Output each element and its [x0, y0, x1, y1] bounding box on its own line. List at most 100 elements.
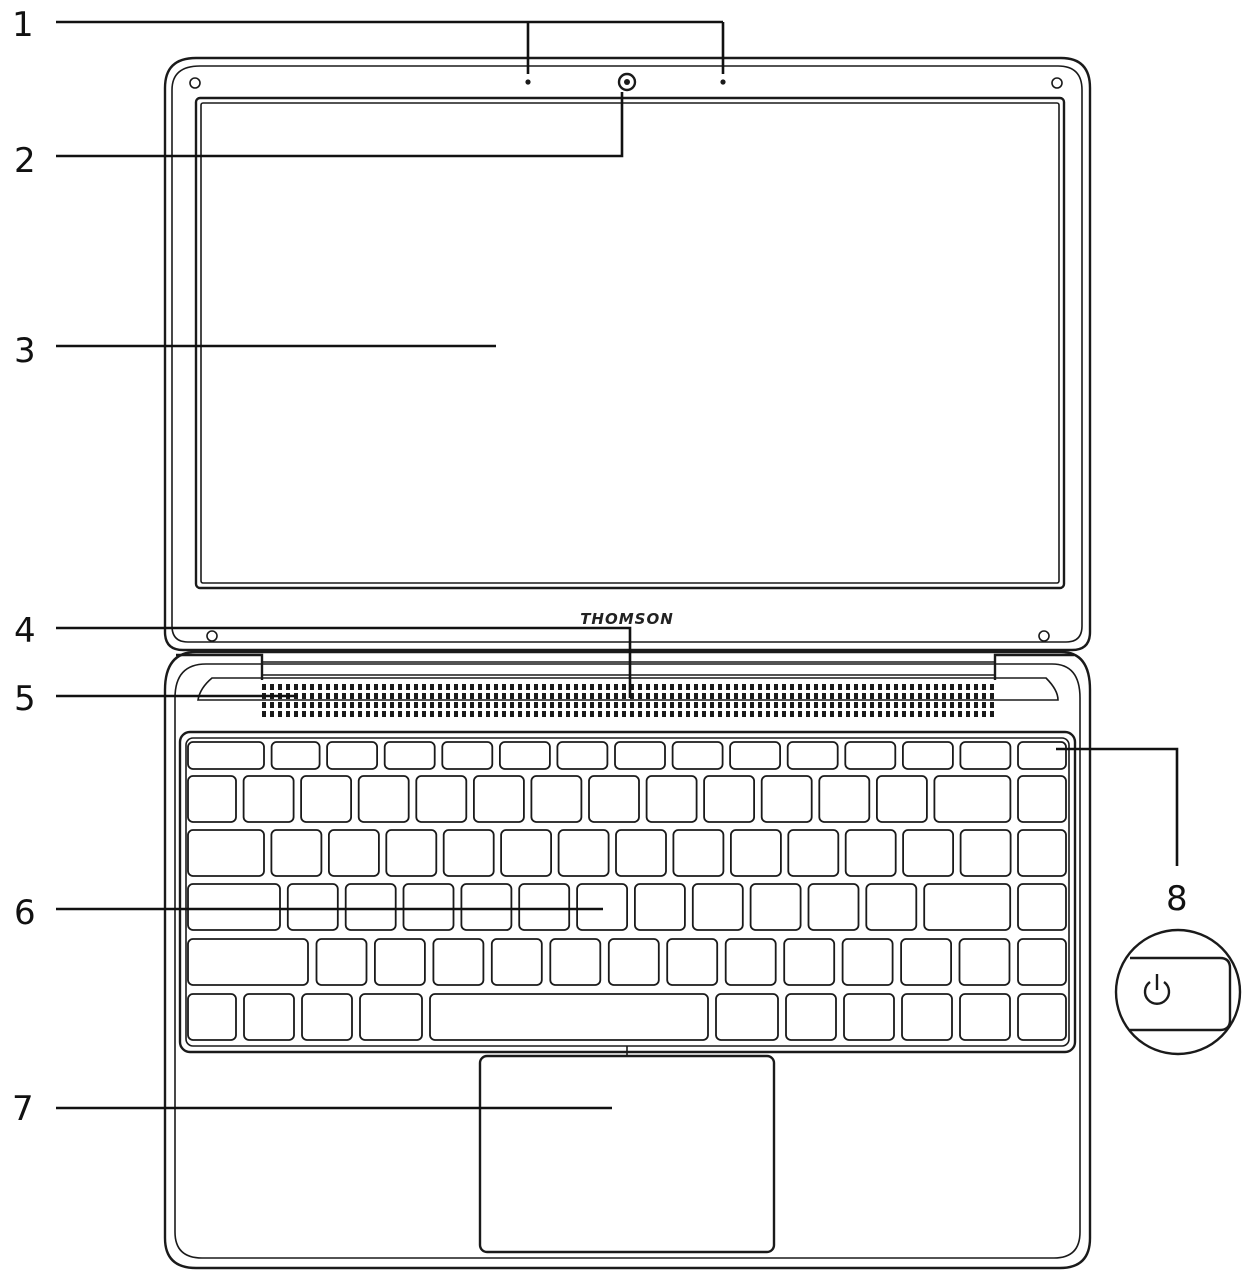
grille-slot — [894, 702, 898, 708]
keyboard-key — [415, 775, 468, 823]
grille-slot — [902, 693, 906, 699]
keyboard-key — [715, 993, 779, 1041]
grille-slot — [630, 711, 634, 717]
grille-slot — [278, 684, 282, 690]
grille-slot — [878, 684, 882, 690]
grille-slot — [478, 711, 482, 717]
grille-slot — [974, 693, 978, 699]
grille-slot — [302, 711, 306, 717]
grille-slot — [590, 693, 594, 699]
callout-7: 7 — [12, 1089, 34, 1129]
grille-slot — [614, 711, 618, 717]
grille-slot — [734, 711, 738, 717]
grille-slot — [734, 684, 738, 690]
grille-slot — [550, 684, 554, 690]
grille-slot — [870, 693, 874, 699]
grille-slot — [310, 684, 314, 690]
grille-slot — [846, 711, 850, 717]
grille-slot — [422, 702, 426, 708]
grille-slot — [566, 693, 570, 699]
grille-slot — [814, 684, 818, 690]
grille-slot — [782, 702, 786, 708]
grille-slot — [286, 702, 290, 708]
keyboard-key — [187, 883, 281, 931]
grille-slot — [670, 711, 674, 717]
grille-slot — [718, 684, 722, 690]
grille-slot — [614, 684, 618, 690]
keyboard-key — [286, 883, 339, 931]
keyboard-key — [557, 829, 610, 877]
grille-slot — [502, 702, 506, 708]
grille-slot — [622, 693, 626, 699]
grille-slot — [710, 702, 714, 708]
grille-slot — [438, 702, 442, 708]
grille-slot — [886, 702, 890, 708]
grille-slot — [598, 693, 602, 699]
grille-slot — [862, 702, 866, 708]
keyboard-key — [843, 993, 895, 1041]
spacebar-key — [429, 993, 709, 1041]
grille-slot — [350, 711, 354, 717]
grille-slot — [566, 684, 570, 690]
grille-slot — [974, 711, 978, 717]
grille-slot — [950, 684, 954, 690]
grille-slot — [950, 693, 954, 699]
grille-slot — [582, 702, 586, 708]
callout-1: 1 — [12, 5, 34, 45]
grille-slot — [918, 702, 922, 708]
keyboard-key — [959, 993, 1011, 1041]
grille-slot — [422, 711, 426, 717]
grille-slot — [414, 684, 418, 690]
grille-slot — [854, 684, 858, 690]
keyboard-key — [556, 741, 609, 770]
grille-slot — [374, 702, 378, 708]
grille-slot — [326, 693, 330, 699]
grille-slot — [950, 711, 954, 717]
grille-slot — [534, 693, 538, 699]
grille-slot — [446, 711, 450, 717]
keyboard-key — [615, 829, 667, 877]
grille-slot — [718, 693, 722, 699]
keyboard-key — [187, 829, 265, 877]
grille-slot — [734, 693, 738, 699]
grille-slot — [278, 711, 282, 717]
grille-slot — [326, 702, 330, 708]
grille-slot — [766, 711, 770, 717]
grille-slot — [606, 711, 610, 717]
keyboard-key — [301, 993, 353, 1041]
grille-slot — [654, 702, 658, 708]
grille-slot — [918, 711, 922, 717]
grille-slot — [926, 702, 930, 708]
grille-slot — [846, 684, 850, 690]
keyboard-key — [958, 938, 1011, 986]
grille-slot — [806, 693, 810, 699]
grille-slot — [350, 693, 354, 699]
grille-slot — [742, 684, 746, 690]
grille-slot — [398, 702, 402, 708]
grille-slot — [918, 693, 922, 699]
grille-slot — [422, 684, 426, 690]
keyboard-key — [373, 938, 426, 986]
grille-slot — [350, 684, 354, 690]
keyboard-key — [1017, 938, 1067, 986]
grille-slot — [462, 711, 466, 717]
grille-slot — [806, 702, 810, 708]
grille-slot — [822, 693, 826, 699]
grille-slot — [550, 693, 554, 699]
grille-slot — [982, 684, 986, 690]
grille-slot — [502, 693, 506, 699]
grille-slot — [934, 702, 938, 708]
grille-slot — [846, 693, 850, 699]
grille-slot — [518, 711, 522, 717]
grille-slot — [758, 693, 762, 699]
grille-slot — [478, 693, 482, 699]
keyboard-key — [498, 741, 551, 770]
keyboard-key — [530, 775, 583, 823]
grille-slot — [446, 684, 450, 690]
grille-slot — [622, 711, 626, 717]
grille-slot — [358, 684, 362, 690]
grille-slot — [838, 684, 842, 690]
grille-slot — [398, 693, 402, 699]
keyboard-key — [900, 938, 952, 986]
grille-slot — [670, 684, 674, 690]
